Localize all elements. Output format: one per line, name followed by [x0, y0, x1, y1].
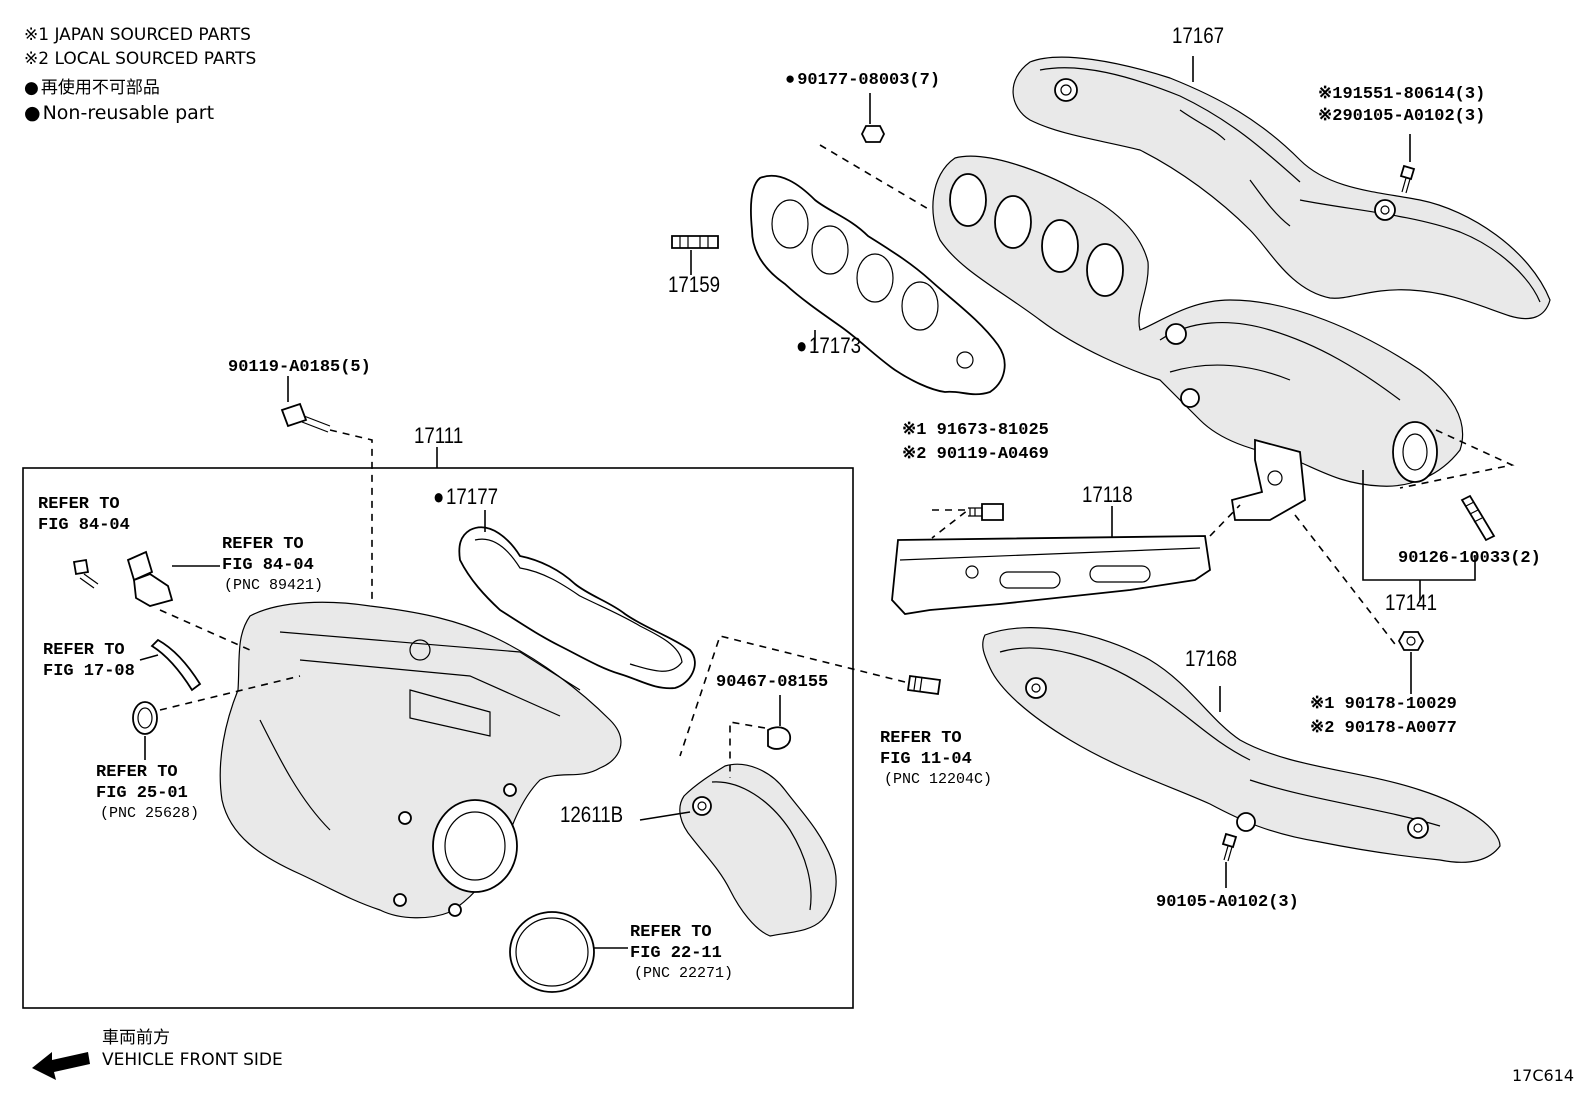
sensor-89421: [126, 550, 251, 651]
refer-fig-22-11: REFER TO FIG 22-11: [630, 923, 722, 963]
clamp-25628: [132, 675, 301, 760]
part-17167: 17167: [1172, 23, 1225, 48]
part-17168: 17168: [1185, 646, 1238, 671]
exhaust-manifold-gasket: [750, 174, 1006, 396]
clip-90467: [729, 695, 791, 778]
nut-90177: [819, 125, 931, 211]
stud-17159: [671, 235, 719, 275]
bolt-90119-a0185: [280, 376, 373, 600]
exhaust-manifold: [932, 155, 1464, 521]
part-90119-a0185: 90119-A0185(5): [228, 358, 371, 377]
part-17173: 17173: [796, 335, 861, 357]
pnc-89421: (PNC 89421): [224, 577, 324, 594]
pnc-12204c: (PNC 12204C): [884, 771, 993, 788]
bolt-91673: [931, 503, 1004, 539]
part-90119-a0469: ※2 90119-A0469: [902, 445, 1049, 464]
leader-17141: [1362, 470, 1476, 581]
vehicle-front-jp: 車両前方: [102, 1028, 170, 1048]
legend-nonreusable-en: Non-reusable part: [24, 104, 214, 123]
part-90105-a0102: 90105-A0102(3): [1156, 893, 1299, 912]
legend-nonreusable-jp: 再使用不可部品: [24, 80, 160, 97]
throttle-gasket-22271: [509, 911, 628, 993]
bolt-90105: [1221, 832, 1238, 888]
hose-17-08: [139, 638, 202, 692]
heat-insulator-upper: [1012, 56, 1551, 320]
part-90178-a0077: ※2 90178-A0077: [1310, 719, 1457, 738]
pin-12204c: [679, 635, 942, 757]
part-90178-10029: ※1 90178-10029: [1310, 695, 1457, 714]
pnc-25628: (PNC 25628): [100, 805, 200, 822]
nut-90178: [1294, 514, 1425, 694]
intake-manifold: [219, 601, 622, 919]
figure-id: 17C614: [1512, 1066, 1575, 1085]
legend-japan-sourced: ※1 JAPAN SOURCED PARTS: [24, 25, 251, 45]
refer-fig-84-04-sensor: REFER TO FIG 84-04: [222, 535, 314, 575]
part-90467-08155: 90467-08155: [716, 673, 829, 692]
heat-shield-12611b: [639, 763, 837, 937]
part-12611b: 12611B: [560, 802, 624, 827]
part-17177: 17177: [433, 486, 498, 508]
part-17111: 17111: [414, 423, 464, 448]
bolt-191551: [1399, 164, 1416, 194]
part-90177-08003: 90177-08003(7): [785, 72, 940, 89]
refer-fig-17-08: REFER TO FIG 17-08: [43, 641, 135, 681]
bolt-sensor: [72, 558, 99, 589]
direction-arrow-icon: [32, 1052, 90, 1080]
refer-fig-25-01: REFER TO FIG 25-01: [96, 763, 188, 803]
refer-fig-11-04: REFER TO FIG 11-04: [880, 729, 972, 769]
stud-90126: [1460, 494, 1496, 542]
part-17141: 17141: [1385, 590, 1438, 615]
heat-insulator-lower: [982, 627, 1501, 863]
part-90126-10033: 90126-10033(2): [1398, 549, 1541, 568]
vehicle-front-en: VEHICLE FRONT SIDE: [102, 1050, 283, 1070]
intake-manifold-group-box: [22, 467, 854, 1009]
pnc-22271: (PNC 22271): [634, 965, 734, 982]
part-290105-a0102: ※290105-A0102(3): [1318, 107, 1486, 126]
part-191551-80614: ※191551-80614(3): [1318, 85, 1486, 104]
part-91673-81025: ※1 91673-81025: [902, 421, 1049, 440]
refer-fig-84-04-bolt: REFER TO FIG 84-04: [38, 495, 130, 535]
part-17159: 17159: [668, 272, 721, 297]
manifold-stay-bracket: [891, 535, 1211, 615]
legend-local-sourced: ※2 LOCAL SOURCED PARTS: [24, 49, 257, 69]
intake-manifold-gasket: [458, 526, 696, 690]
part-17118: 17118: [1082, 482, 1133, 507]
